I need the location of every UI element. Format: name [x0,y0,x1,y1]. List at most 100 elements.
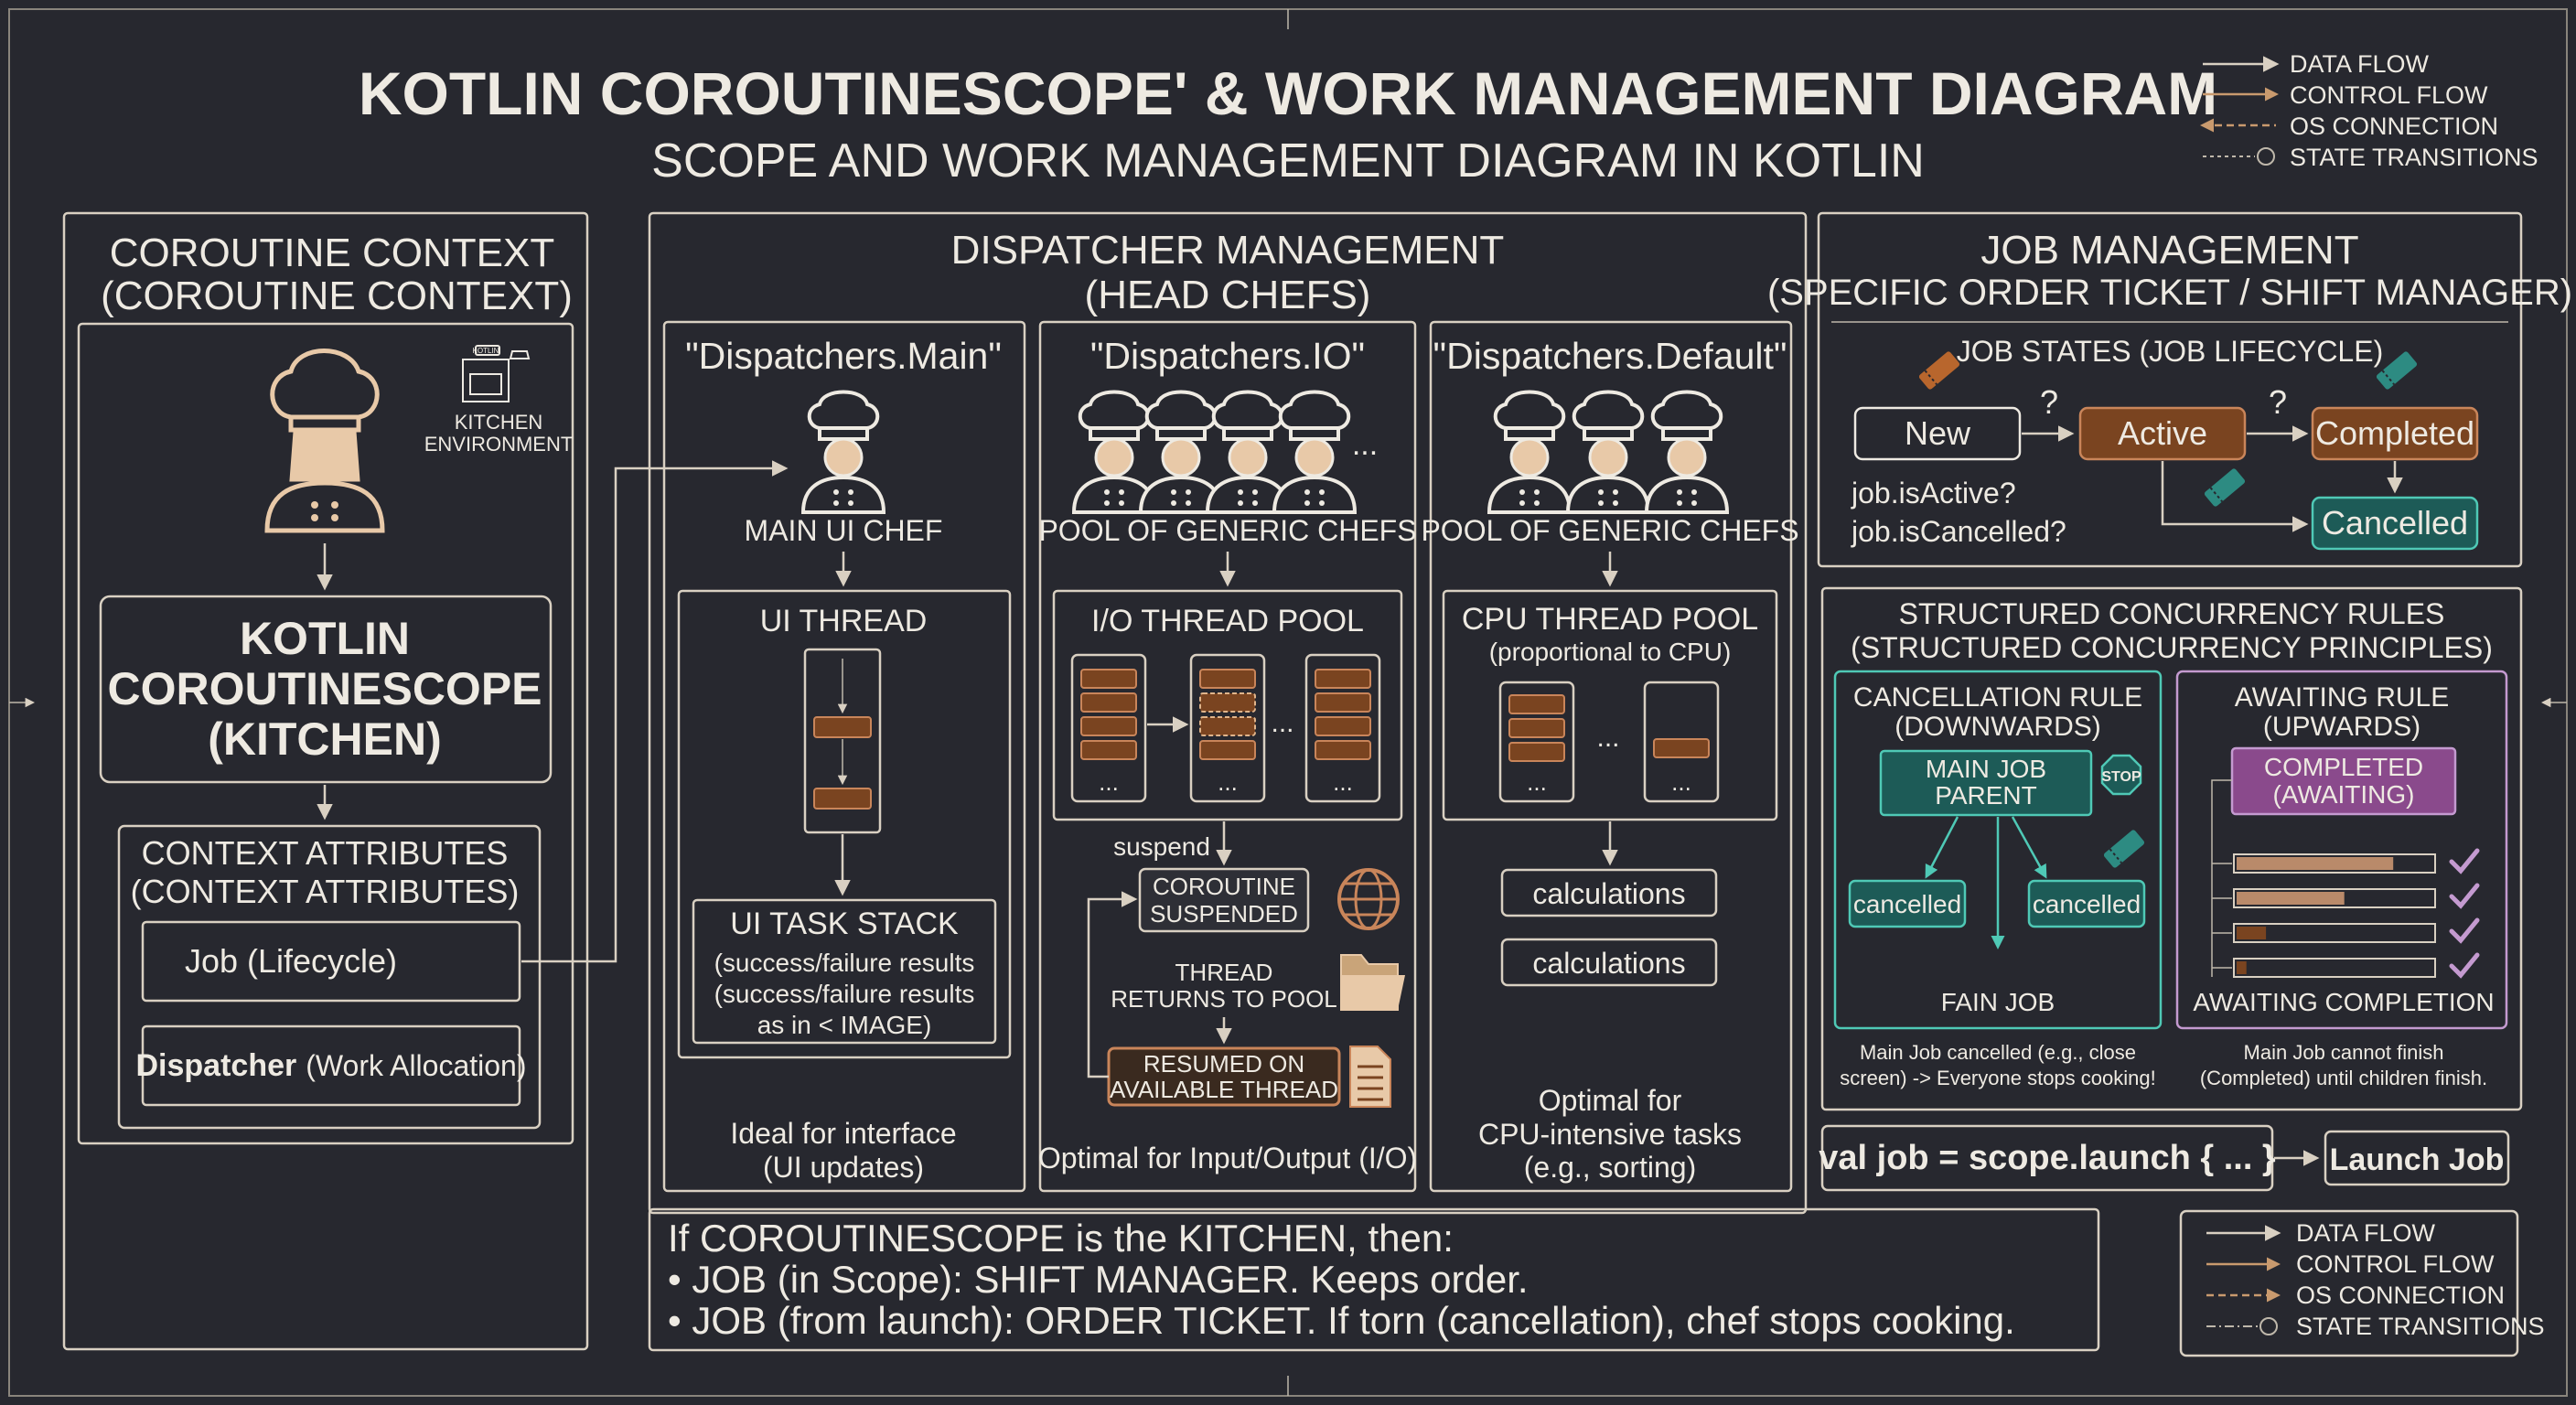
dispatcher-attr-main: Dispatcher [136,1048,297,1083]
legend-control-flow: CONTROL FLOW [2290,81,2488,109]
state-active-label: Active [2118,414,2207,452]
calculations-1: calculations [1532,877,1685,910]
await-rule-sub: (UPWARDS) [2263,712,2420,742]
ui-task-stack-box [692,898,997,1045]
progress-fill [2237,961,2247,974]
state-new [1853,406,2022,461]
context-subtitle: (COROUTINE CONTEXT) [101,273,573,318]
job-attribute-box[interactable] [141,920,521,1003]
state-active [2078,406,2247,461]
progress-fill [2237,927,2267,939]
state-circle-icon [2259,1317,2278,1335]
job-to-main-connector [521,460,789,963]
legend-bottom-os-connection: OS CONNECTION [2296,1282,2505,1309]
legend-os-connection: OS CONNECTION [2290,113,2498,140]
default-chef-icon [1487,390,1572,514]
cancelled-child-right [2027,879,2146,928]
cpu-pool-ellipsis: ... [1596,723,1619,753]
default-optimal-3: (e.g., sorting) [1524,1151,1697,1184]
torn-ticket-icon [2101,828,2147,870]
io-pool-label: I/O THREAD POOL [1091,604,1364,638]
io-thread-ellipsis: ... [1333,768,1353,796]
await-completion-label: AWAITING COMPLETION [2193,988,2494,1016]
calculations-2: calculations [1532,947,1685,980]
cancel-rule-sub: (DOWNWARDS) [1894,712,2101,742]
dispatcher-attribute-label: Dispatcher(Work Allocation) [136,1048,527,1083]
ui-task-block [813,716,872,738]
launch-job-button[interactable] [2324,1130,2510,1186]
context-title: COROUTINE CONTEXT [110,231,554,275]
legend-bottom: DATA FLOW CONTROL FLOW OS CONNECTION STA… [2179,1209,2545,1357]
head-chef-icon [264,349,385,533]
page-title: KOTLIN COROUTINESCOPE' & WORK MANAGEMENT… [359,59,2217,127]
main-ideal-1: Ideal for interface [730,1117,956,1150]
concurrency-subtitle: (STRUCTURED CONCURRENCY PRINCIPLES) [1851,631,2493,664]
dispatchers-main-column: "Dispatchers.Main" MAIN UI CHEF UI THREA… [662,320,1026,1193]
returns-line-1: THREAD [1175,959,1273,986]
await-note-2: (Completed) until children finish. [2200,1067,2487,1089]
default-chef-icon [1566,390,1650,514]
job-subtitle: (SPECIFIC ORDER TICKET / SHIFT MANAGER) [1767,273,2572,313]
completed-awaiting-box [2230,746,2457,816]
question-mark: ? [2040,383,2058,421]
default-chef-icon [1645,390,1729,514]
default-optimal-2: CPU-intensive tasks [1478,1118,1742,1151]
ui-task-stack-line-3: as in < IMAGE) [757,1011,932,1039]
progress-track [2233,958,2436,978]
ui-thread-label: UI THREAD [760,604,928,638]
main-job-label-1: MAIN JOB [1926,755,2046,783]
cancel-note-2: screen) -> Everyone stops cooking! [1840,1067,2155,1089]
dispatcher-title: DISPATCHER MANAGEMENT [951,228,1505,273]
returns-line-2: RETURNS TO POOL [1111,985,1337,1013]
state-new-label: New [1905,414,1971,452]
kitchen-sign-text: KOTLIN [473,347,499,355]
attrs-subtitle: (CONTEXT ATTRIBUTES) [131,873,520,910]
state-cancelled [2311,496,2479,551]
footer-line-2: • JOB (in Scope): SHIFT MANAGER. Keeps o… [668,1258,1529,1301]
io-chef-icon [1272,390,1357,514]
completed-label-1: COMPLETED [2264,753,2423,781]
ui-thread-track [803,648,882,834]
job-management-panel: JOB MANAGEMENT (SPECIFIC ORDER TICKET / … [1767,211,2572,568]
job-states-title: JOB STATES (JOB LIFECYCLE) [1957,335,2383,368]
dispatchers-io-column: "Dispatchers.IO" ... POOL OF GENERIC CHE… [1038,320,1417,1193]
is-active-check: job.isActive? [1851,477,2016,509]
state-circle-icon [2257,147,2275,166]
cpu-thread [1643,681,1720,803]
suspended-line-2: SUSPENDED [1150,900,1298,928]
ticket-icon [2202,467,2248,509]
checkmark-icon [2449,952,2480,979]
io-thread [1304,653,1381,803]
state-completed-label: Completed [2315,414,2474,452]
cancelled-left-label: cancelled [1853,890,1961,918]
suspend-label: suspend [1113,832,1210,861]
cancel-rule-title: CANCELLATION RULE [1853,682,2142,713]
stop-sign-icon: STOP [2100,754,2142,796]
io-chef-icon [1206,390,1290,514]
legend-bottom-control-flow: CONTROL FLOW [2296,1250,2495,1278]
progress-track [2233,853,2436,874]
ui-task-stack-title: UI TASK STACK [730,906,959,941]
resume-loop-connector [1087,891,1138,1078]
kitchen-env-label-1: KITCHEN [455,411,543,434]
progress-fill [2237,892,2345,905]
ui-task-block [813,788,872,810]
legend-state-transitions: STATE TRANSITIONS [2290,144,2538,171]
launch-code-box [1820,1124,2274,1192]
dispatchers-io-title: "Dispatchers.IO" [1090,335,1365,377]
io-chef-icon [1139,390,1223,514]
dispatcher-attribute-box[interactable] [141,1024,521,1107]
job-title: JOB MANAGEMENT [1980,228,2358,273]
checkmark-icon [2449,883,2480,909]
legend-bottom-data-flow: DATA FLOW [2296,1219,2436,1247]
progress-track [2233,888,2436,908]
legend-bottom-state-transitions: STATE TRANSITIONS [2296,1313,2545,1340]
default-optimal-1: Optimal for [1539,1084,1682,1117]
dispatchers-default-title: "Dispatchers.Default" [1433,335,1787,377]
ui-task-stack-line-1: (success/failure results [714,949,975,977]
io-pool-ellipsis: ... [1271,708,1293,738]
await-note-1: Main Job cannot finish [2244,1041,2444,1064]
io-chef-label: POOL OF GENERIC CHEFS [1038,514,1416,547]
